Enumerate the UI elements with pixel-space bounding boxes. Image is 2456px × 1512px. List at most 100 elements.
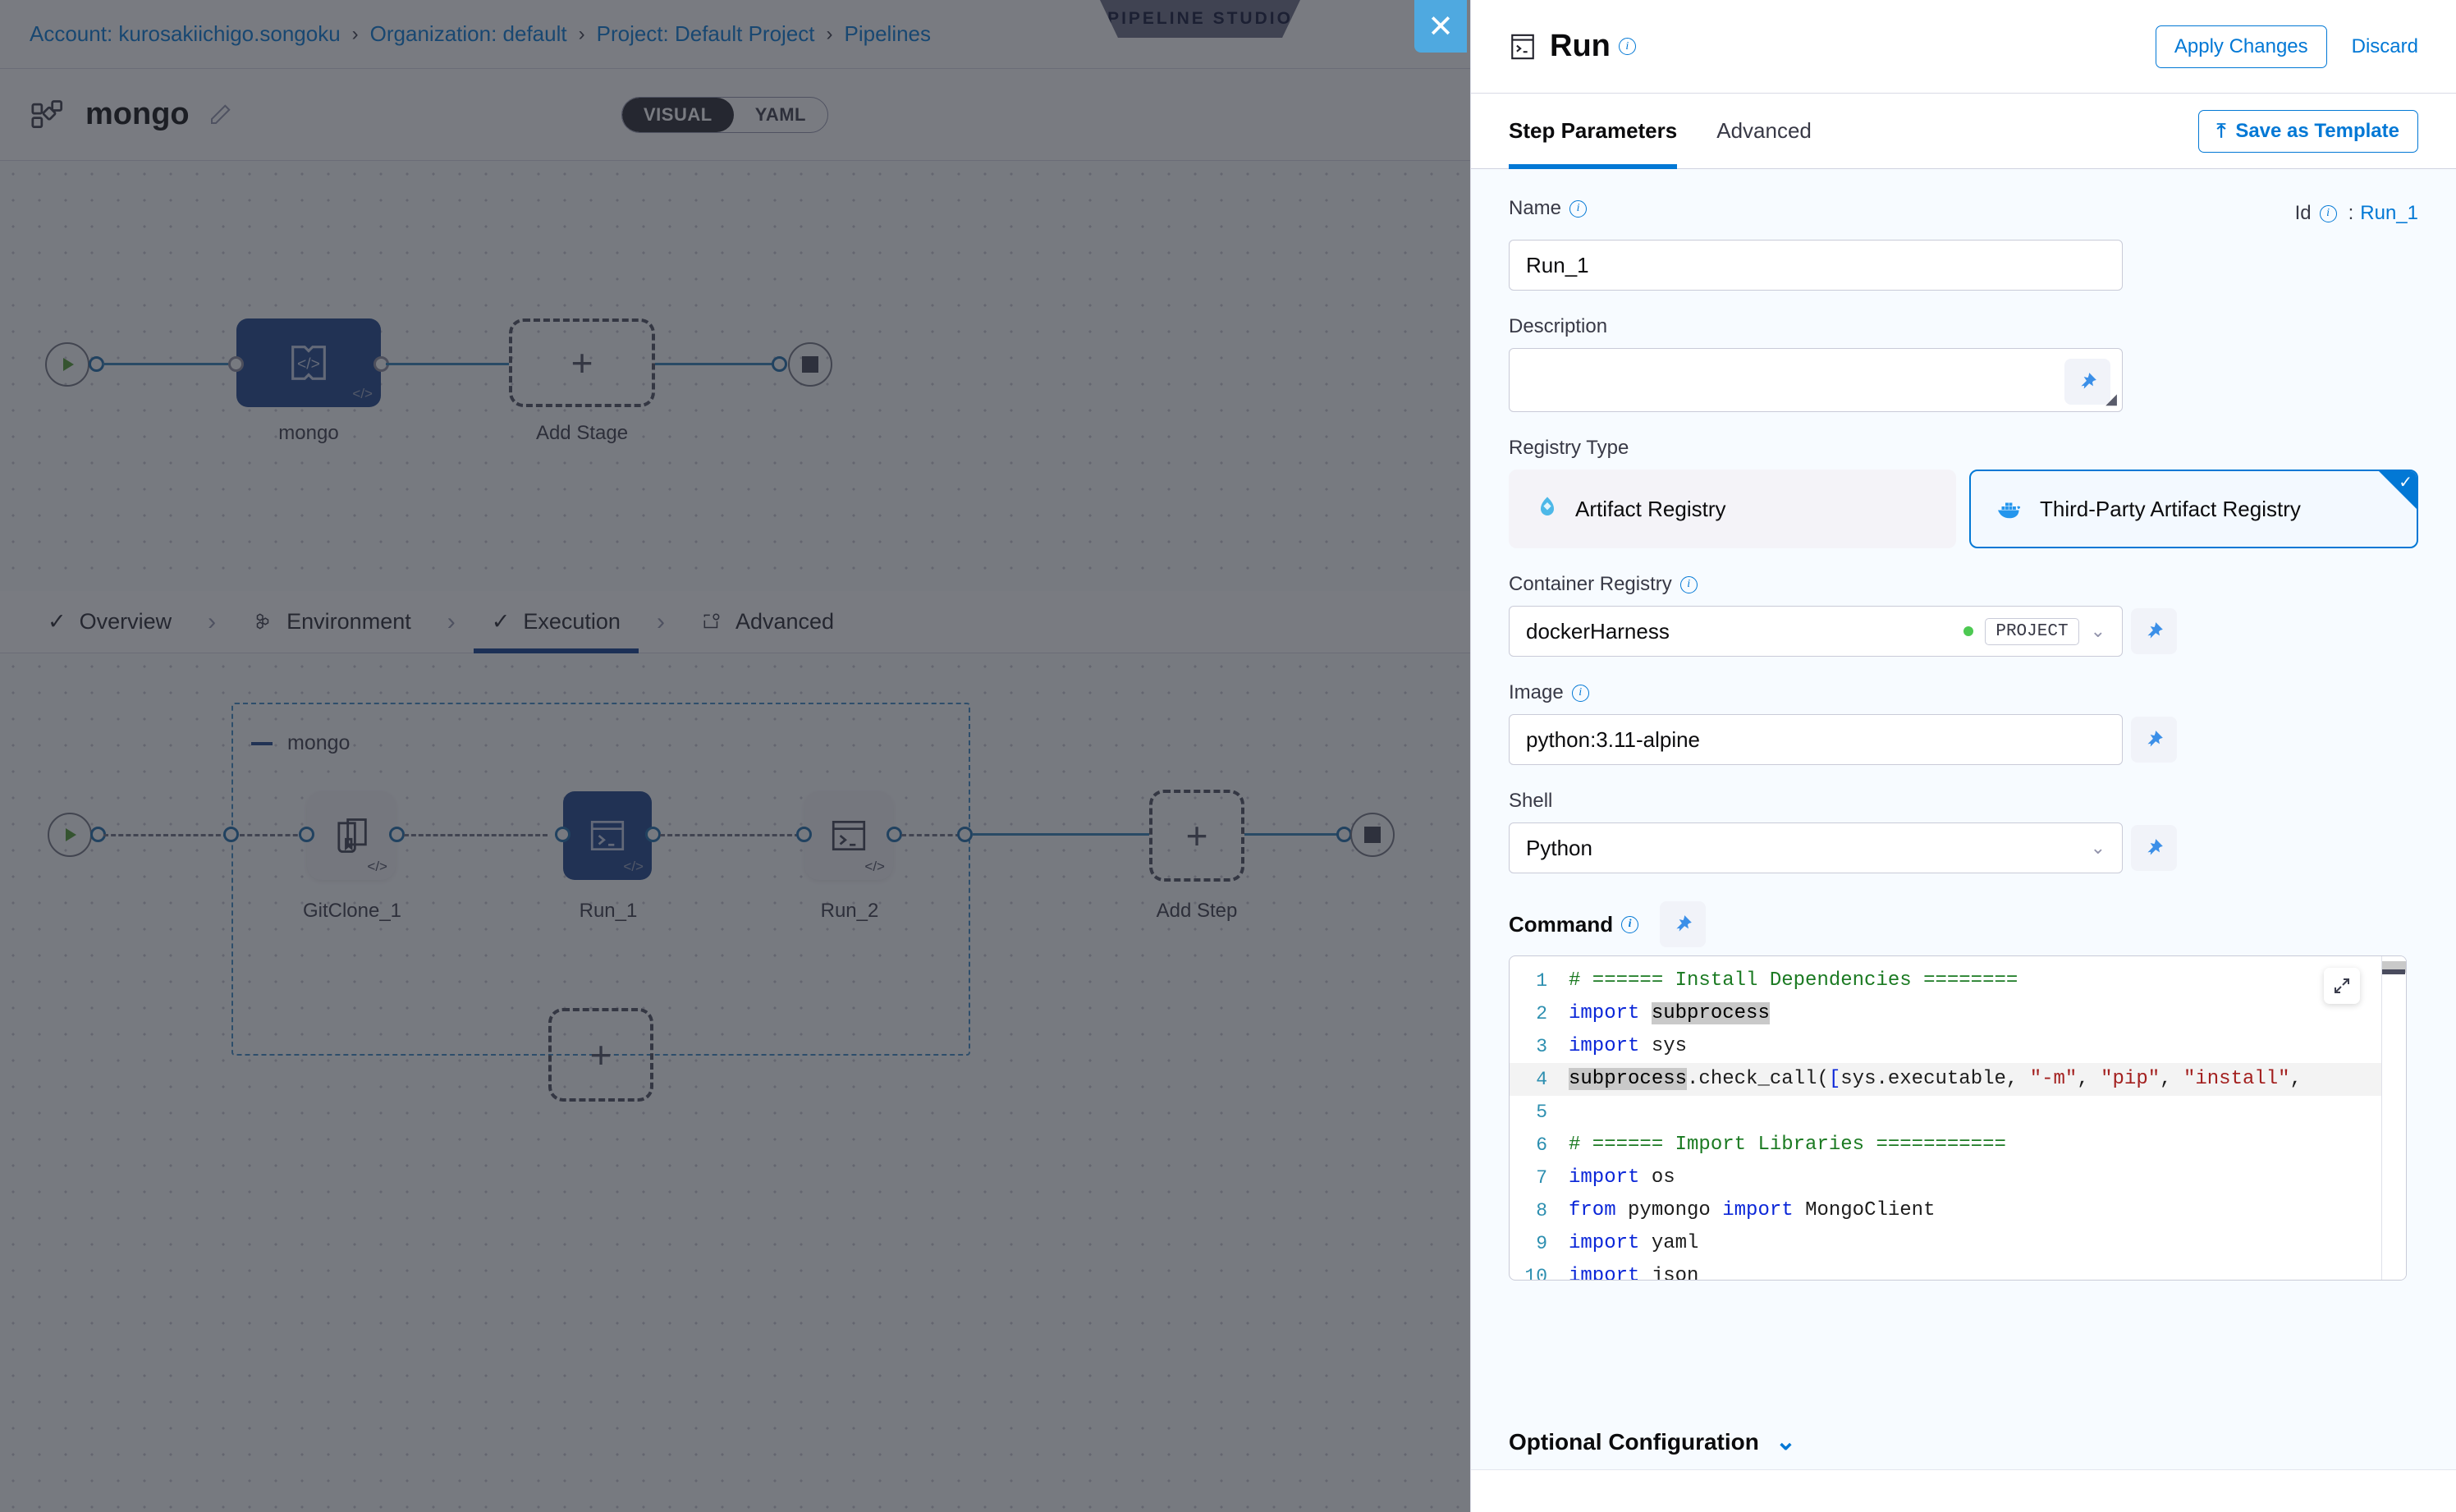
breadcrumb-item-account[interactable]: Account: kurosakiichigo.songoku: [30, 21, 341, 47]
step-edge-dash-0: [103, 834, 228, 836]
step-node-gitclone-1[interactable]: </>: [307, 791, 396, 880]
chevron-down-icon[interactable]: ⌄: [2091, 837, 2105, 859]
discard-button[interactable]: Discard: [2352, 35, 2418, 58]
view-mode-toggle[interactable]: VISUAL YAML: [621, 97, 828, 133]
step-config-panel: Run i Apply Changes Discard Step Paramet…: [1470, 0, 2456, 1512]
stage-tab-environment[interactable]: Environment: [234, 591, 429, 653]
check-icon: ✓: [2399, 472, 2412, 493]
run2-in-port[interactable]: [796, 827, 812, 842]
tab-step-parameters[interactable]: Step Parameters: [1509, 94, 1677, 169]
registry-option-third-party-artifact-registry[interactable]: Third-Party Artifact Registry ✓: [1969, 470, 2418, 548]
container-registry-select[interactable]: dockerHarness PROJECT ⌄: [1509, 606, 2123, 657]
name-input-value: Run_1: [1526, 253, 1589, 278]
pin-icon: [2143, 621, 2165, 642]
panel-footer: [1471, 1469, 2456, 1512]
code-line[interactable]: 7import os: [1510, 1161, 2406, 1194]
info-icon[interactable]: i: [2320, 205, 2337, 222]
execution-end-node[interactable]: [1350, 813, 1395, 857]
shell-select[interactable]: Python ⌄: [1509, 822, 2123, 873]
group-in-port[interactable]: [223, 827, 239, 842]
add-parallel-step-button[interactable]: +: [548, 1008, 653, 1102]
stage-edge-2: [386, 363, 509, 365]
step-group-label: mongo: [287, 731, 350, 755]
line-number: 6: [1510, 1129, 1569, 1161]
group-out-port[interactable]: [957, 827, 973, 842]
description-pin-button[interactable]: [2064, 359, 2110, 405]
fullscreen-icon: [2332, 976, 2352, 996]
breadcrumb-item-project[interactable]: Project: Default Project: [597, 21, 815, 47]
editor-scrollbar[interactable]: [2381, 956, 2406, 1281]
code-text: import sys: [1569, 1030, 1687, 1063]
info-icon[interactable]: i: [1572, 685, 1589, 702]
breadcrumb-item-organization[interactable]: Organization: default: [370, 21, 567, 47]
view-mode-yaml[interactable]: YAML: [734, 98, 827, 132]
optional-configuration-toggle[interactable]: Optional Configuration ⌄: [1509, 1427, 1796, 1456]
add-step-button[interactable]: +: [1149, 790, 1244, 882]
expand-editor-icon[interactable]: [2324, 968, 2360, 1004]
code-text: import json: [1569, 1260, 1698, 1281]
code-lines[interactable]: 1# ====== Install Dependencies ========2…: [1510, 956, 2406, 1281]
code-text: subprocess.check_call([sys.executable, "…: [1569, 1063, 2302, 1096]
stage-tab-execution[interactable]: ✓ Execution: [474, 591, 639, 653]
code-line[interactable]: 4subprocess.check_call([sys.executable, …: [1510, 1063, 2406, 1096]
pin-icon: [1672, 914, 1693, 935]
step-node-run-2[interactable]: </>: [804, 791, 893, 880]
tab-advanced[interactable]: Advanced: [1716, 94, 1812, 169]
stage-tab-overview[interactable]: ✓ Overview: [30, 591, 190, 653]
name-input[interactable]: Run_1: [1509, 240, 2123, 291]
description-textarea[interactable]: ◢: [1509, 348, 2123, 412]
container-registry-pin-button[interactable]: [2131, 608, 2177, 654]
info-icon[interactable]: i: [1619, 38, 1636, 55]
close-icon[interactable]: ✕: [1414, 0, 1467, 53]
breadcrumb-item-pipelines[interactable]: Pipelines: [845, 21, 932, 47]
image-input[interactable]: python:3.11-alpine: [1509, 714, 2123, 765]
apply-changes-button[interactable]: Apply Changes: [2156, 25, 2327, 68]
stage-tab-advanced[interactable]: Advanced: [683, 591, 852, 653]
info-icon[interactable]: i: [1680, 576, 1698, 593]
gitclone-out-port[interactable]: [389, 827, 405, 842]
registry-option-artifact-registry[interactable]: Artifact Registry: [1509, 470, 1956, 548]
image-label-wrap: Image i: [1509, 681, 2418, 704]
run1-in-port[interactable]: [555, 827, 570, 842]
view-mode-visual[interactable]: VISUAL: [622, 98, 734, 132]
code-line[interactable]: 9import yaml: [1510, 1227, 2406, 1260]
image-pin-button[interactable]: [2131, 717, 2177, 763]
resize-grip-icon[interactable]: ◢: [2105, 391, 2117, 408]
step-group-header[interactable]: mongo: [251, 731, 350, 755]
collapse-icon[interactable]: [251, 742, 273, 745]
editor-scroll-bar[interactable]: [2382, 969, 2405, 974]
code-line[interactable]: 10import json: [1510, 1260, 2406, 1281]
code-line[interactable]: 6# ====== Import Libraries ===========: [1510, 1129, 2406, 1161]
chevron-down-icon[interactable]: ⌄: [2091, 621, 2105, 642]
code-line[interactable]: 2import subprocess: [1510, 997, 2406, 1030]
stage-canvas[interactable]: </> </> mongo + Add Stage: [0, 161, 1470, 591]
add-stage-button[interactable]: +: [509, 318, 655, 407]
step-canvas[interactable]: mongo: [0, 653, 1470, 1512]
stage-nav-tabs[interactable]: ✓ Overview › Environment › ✓ Execution ›: [0, 591, 1470, 653]
pipeline-end-node[interactable]: [788, 342, 832, 387]
run1-out-port[interactable]: [645, 827, 661, 842]
line-number: 3: [1510, 1030, 1569, 1063]
step-template-badge: </>: [864, 859, 885, 875]
save-as-template-button[interactable]: ⤒ Save as Template: [2198, 110, 2418, 153]
code-line[interactable]: 8from pymongo import MongoClient: [1510, 1194, 2406, 1227]
pipeline-start-node[interactable]: [45, 342, 89, 387]
step-node-run-1[interactable]: </>: [563, 791, 652, 880]
upload-template-icon: ⤒: [2217, 120, 2226, 143]
run2-out-port[interactable]: [887, 827, 902, 842]
info-icon[interactable]: i: [1569, 200, 1587, 218]
command-pin-button[interactable]: [1660, 901, 1706, 947]
execution-start-node[interactable]: [48, 813, 92, 857]
edit-pencil-icon[interactable]: [208, 103, 232, 127]
code-line[interactable]: 3import sys: [1510, 1030, 2406, 1063]
stage-end-port[interactable]: [772, 356, 787, 372]
step-edge-5: [1244, 833, 1343, 836]
command-code-editor[interactable]: 1# ====== Install Dependencies ========2…: [1509, 955, 2407, 1281]
code-line[interactable]: 1# ====== Install Dependencies ========: [1510, 964, 2406, 997]
stage-node-mongo[interactable]: </> </>: [236, 318, 381, 407]
code-line[interactable]: 5: [1510, 1096, 2406, 1129]
gitclone-in-port[interactable]: [299, 827, 314, 842]
stage-in-port[interactable]: [228, 356, 244, 372]
info-icon[interactable]: i: [1621, 916, 1638, 933]
shell-pin-button[interactable]: [2131, 825, 2177, 871]
